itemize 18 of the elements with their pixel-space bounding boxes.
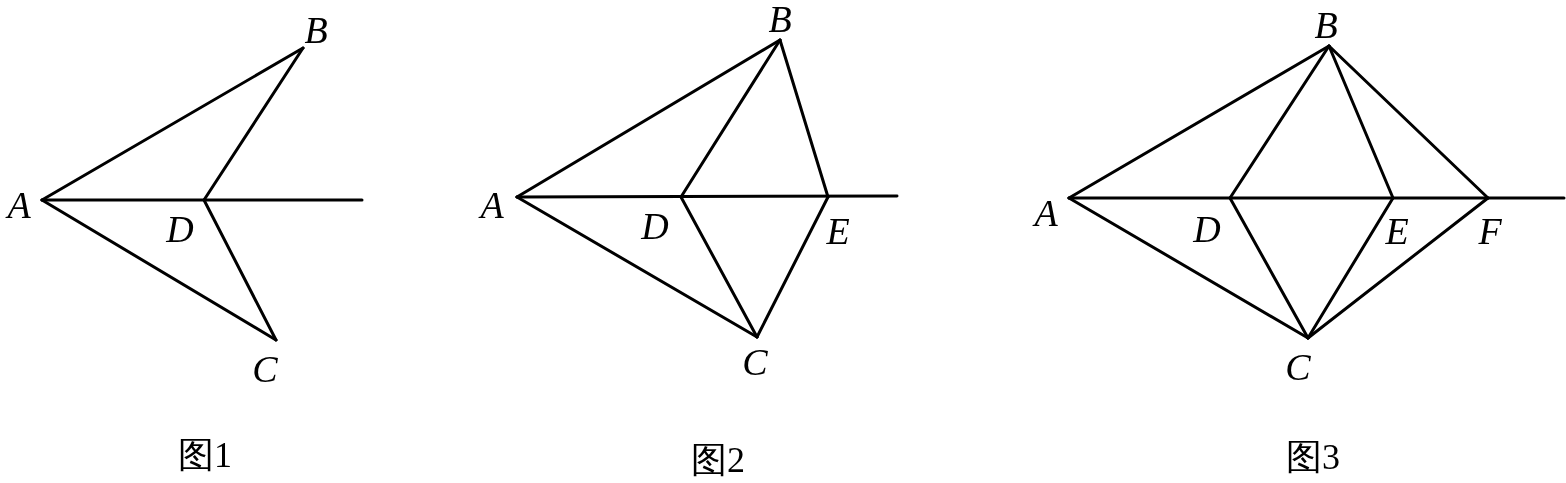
figure-caption: 图3	[1286, 439, 1340, 475]
figure-caption: 图1	[178, 437, 232, 473]
point-label: C	[1285, 348, 1311, 386]
point-label: B	[304, 11, 328, 49]
point-label: C	[252, 350, 278, 388]
point-label: D	[641, 207, 669, 245]
point-label: A	[1034, 194, 1058, 232]
point-label: A	[7, 186, 31, 224]
point-label: D	[166, 210, 194, 248]
point-label: E	[1385, 212, 1409, 250]
figure-caption: 图2	[691, 442, 745, 478]
point-label: D	[1193, 210, 1221, 248]
point-label: B	[768, 0, 792, 38]
point-label: C	[742, 343, 768, 381]
point-label: A	[480, 186, 504, 224]
point-label: E	[826, 212, 850, 250]
point-label: B	[1314, 6, 1338, 44]
point-label: F	[1478, 212, 1502, 250]
